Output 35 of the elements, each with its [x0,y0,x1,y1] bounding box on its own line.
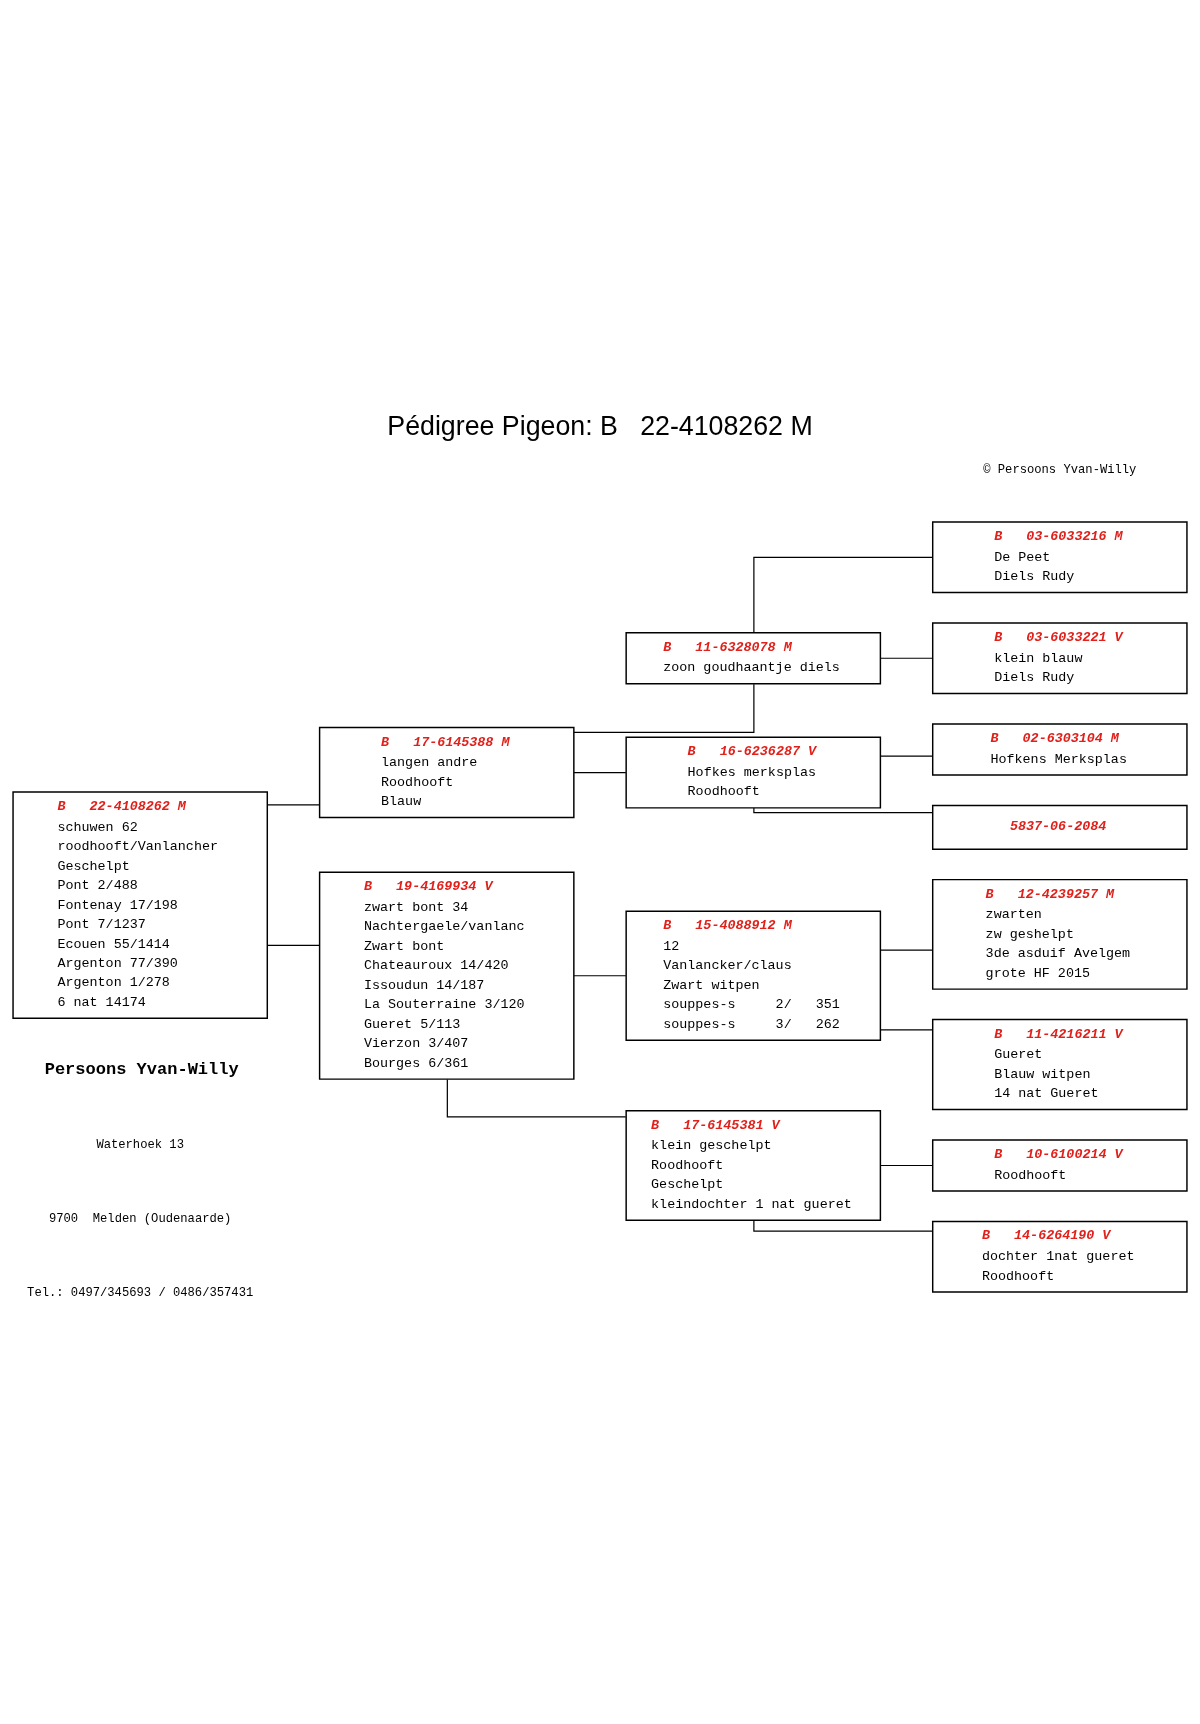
connector [753,556,933,633]
connector [266,944,320,946]
diagram-title: Pédigree Pigeon: B 22-4108262 M [387,411,813,442]
node-box: 5837-06-2084 [931,804,1188,850]
connector [573,772,627,774]
label: Persoons Yvan-Willy [44,1059,239,1079]
connector [880,1029,933,1031]
connector [573,975,627,977]
connector [880,949,933,951]
node-box: B 03-6033216 M De Peet Diels Rudy [931,521,1188,594]
connector [880,755,933,757]
label: Waterhoek 13 [96,1137,184,1152]
node-box: B 17-6145381 V klein geschelpt Roodhooft Geschelpt kleindochter 1 nat gueret [625,1110,882,1221]
node-box: B 11-6328078 M zoon goudhaantje diels [625,631,882,685]
node-box: B 12-4239257 M zwarten zw geshelpt 3de asduif Avelgem grote HF 2015 [931,878,1188,990]
connector [266,804,320,806]
node-box: B 03-6033221 V klein blauw Diels Rudy [931,622,1188,695]
node-box: B 17-6145388 M langen andre Roodhooft Blauw [318,726,575,819]
label: Tel.: 0497/345693 / 0486/357431 [27,1286,254,1301]
node-box: B 14-6264190 V dochter 1nat gueret Roodhooft [931,1220,1188,1293]
node-box: B 19-4169934 V zwart bont 34 Nachtergaele/vanlanc Zwart bont Chateauroux 14/420 Issoudun 14/187 La Souterraine 3/120 Gueret 5/113 Vierzon 3/407 Bourges 6/361 [318,871,575,1080]
node-box: B 15-4088912 M 12 Vanlancker/claus Zwart witpen souppes-s 2/ 351 souppes-s 3/ 262 [625,910,882,1041]
node-box: B 02-6303104 M Hofkens Merksplas [931,723,1188,776]
node-box: B 16-6236287 V Hofkes merksplas Roodhooft [625,736,882,809]
connector [880,1164,933,1167]
connector [753,1219,933,1232]
label: 9700 Melden (Oudenaarde) [48,1212,232,1227]
node-box: B 11-4216211 V Gueret Blauw witpen 14 nat Gueret [931,1018,1188,1111]
node-box: B 22-4108262 M schuwen 62 roodhooft/Vanlancher Geschelpt Pont 2/488 Fontenay 17/198 Pont 7/1237 Ecouen 55/1414 Argenton 77/390 Argenton 1/278 6 nat 14174 [12,791,269,1020]
connector [573,683,755,734]
label: © Persoons Yvan-Willy [983,462,1137,477]
connector [753,807,933,814]
node-box: B 10-6100214 V Roodhooft [931,1139,1188,1192]
connector [880,657,933,659]
connector [446,1078,627,1118]
